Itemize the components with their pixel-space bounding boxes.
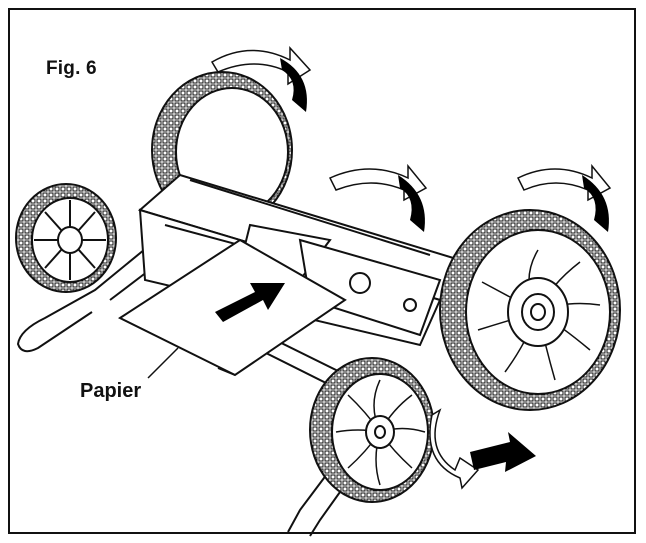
curved-rotation-arrow-icon	[429, 408, 536, 490]
curved-rotation-arrow-icon	[210, 46, 312, 112]
curved-rotation-arrow-icon	[328, 163, 428, 232]
paper-callout-label: Papier	[80, 380, 142, 402]
curved-rotation-arrow-icon	[516, 163, 612, 232]
figure-label: Fig. 6	[46, 58, 97, 79]
wheel-front-left-small	[15, 183, 117, 293]
arrow-right-icon	[215, 283, 285, 322]
wheel-back-right	[439, 209, 621, 411]
wheel-front-right	[309, 357, 435, 503]
paper-leader-line	[147, 347, 179, 379]
